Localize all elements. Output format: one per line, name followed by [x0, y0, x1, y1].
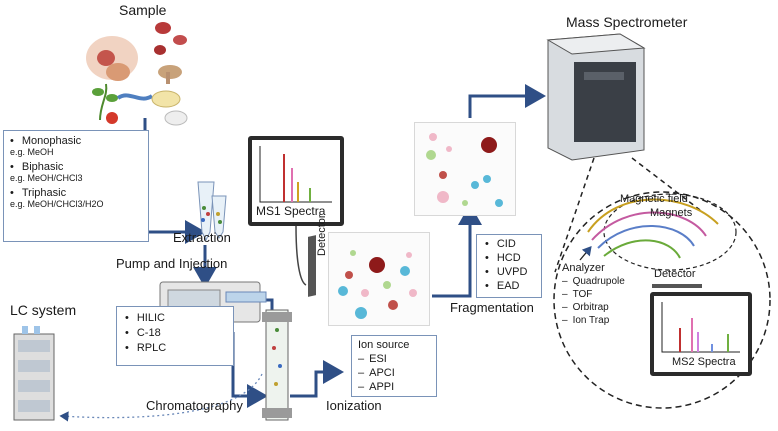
- ion-source-item: ESI: [358, 352, 430, 366]
- extraction-method-example: e.g. MeOH/CHCl3/H2O: [10, 199, 104, 209]
- ion-source-item: APCI: [358, 366, 430, 380]
- ms1-axes: [259, 146, 332, 203]
- ms2-spectrum-monitor: MS2 Spectra: [650, 292, 752, 376]
- extraction-method-example: e.g. MeOH/CHCl3: [10, 173, 83, 183]
- extraction-methods-box: Monophasic e.g. MeOH Biphasic e.g. MeOH/…: [3, 130, 149, 242]
- analyzer-list: Analyzer Quadrupole TOF Orbitrap Ion Tra…: [562, 262, 625, 327]
- fragmentation-item: CID: [485, 237, 533, 251]
- ion-source-box: Ion source ESI APCI APPI: [351, 335, 437, 397]
- zoom-line-left: [554, 157, 595, 273]
- mushroom-icon: [158, 65, 182, 84]
- analyzer-item: TOF: [562, 288, 625, 301]
- arrow-fragmentation-to-ms: [468, 84, 546, 118]
- ion-path-2: [591, 211, 707, 241]
- arrow-ionization-to-fragmentation: [432, 204, 482, 298]
- fragmentation-item: UVPD: [485, 265, 533, 279]
- ms2-detector-plate: [652, 284, 702, 288]
- extraction-label: Extraction: [173, 230, 231, 245]
- ion-path-3: [597, 225, 695, 249]
- analyzer-item: Quadrupole: [562, 275, 625, 288]
- lc-system-title: LC system: [10, 302, 77, 318]
- magnetic-field-ellipse: [603, 193, 737, 271]
- zoom-circle: [553, 191, 771, 409]
- analyzer-title: Analyzer: [562, 262, 605, 274]
- pump-injection-label: Pump and Injection: [116, 256, 228, 271]
- chromatography-item: C-18: [125, 326, 225, 341]
- mass-spectrometer-title: Mass Spectrometer: [566, 14, 688, 30]
- sample-title: Sample: [119, 2, 167, 18]
- plant-icon: [92, 83, 118, 121]
- chromatography-methods-box: HILIC C-18 RPLC: [116, 306, 234, 366]
- ion-path-1: [587, 198, 719, 233]
- arrow-column-to-ionization: [290, 360, 344, 398]
- tissue-samples-icon: [154, 22, 187, 55]
- ms2-spectra-label: MS2 Spectra: [672, 356, 736, 368]
- fragmentation-droplets: [426, 133, 503, 207]
- extraction-item: Triphasic e.g. MeOH/CHCl3/H2O: [10, 187, 142, 209]
- analyzer-item: Ion Trap: [562, 314, 625, 327]
- ion-source-item: APPI: [358, 380, 430, 394]
- analyzer-item: Orbitrap: [562, 301, 625, 314]
- extraction-method-name: Triphasic: [10, 187, 142, 199]
- ms1-spectrum-monitor: MS1 Spectra: [248, 136, 344, 226]
- extraction-method-name: Monophasic: [10, 135, 142, 147]
- body-organs-icon: [86, 36, 138, 81]
- tomato-icon: [106, 112, 118, 124]
- extraction-item: Biphasic e.g. MeOH/CHCl3: [10, 161, 142, 183]
- ms2-spectrum-plot: [661, 302, 740, 353]
- ion-source-title: Ion source: [358, 339, 410, 351]
- fragmentation-item: EAD: [485, 279, 533, 293]
- worm-icon: [116, 93, 154, 101]
- fragmentation-methods-box: CID HCD UVPD EAD: [476, 234, 542, 298]
- fragmentation-panel: [414, 122, 516, 216]
- petri-dish-icon: [151, 90, 181, 108]
- ms1-detector-cable: [295, 225, 307, 286]
- fragmentation-item: HCD: [485, 251, 533, 265]
- chromatography-item: RPLC: [125, 341, 225, 356]
- magnets-label: Magnets: [650, 207, 693, 219]
- chromatography-label: Chromatography: [146, 398, 243, 413]
- ion-path-4: [603, 239, 681, 259]
- ms2-detector-label: Detector: [654, 268, 696, 280]
- ionization-panel: [328, 232, 430, 326]
- ms2-axes: [661, 302, 740, 353]
- chromatography-item: HILIC: [125, 311, 225, 326]
- mouse-icon: [164, 110, 188, 126]
- ms1-spectra-label: MS1 Spectra: [256, 204, 326, 218]
- fragmentation-label: Fragmentation: [450, 300, 534, 315]
- magnetic-field-label: Magnetic field: [620, 193, 688, 205]
- extraction-method-name: Biphasic: [10, 161, 142, 173]
- ionization-droplets: [338, 250, 417, 319]
- ms1-spectrum-plot: [259, 146, 332, 203]
- extraction-method-example: e.g. MeOH: [10, 147, 54, 157]
- extraction-item: Monophasic e.g. MeOH: [10, 135, 142, 157]
- analyzer-arrow: [579, 246, 592, 261]
- ionization-label: Ionization: [326, 398, 382, 413]
